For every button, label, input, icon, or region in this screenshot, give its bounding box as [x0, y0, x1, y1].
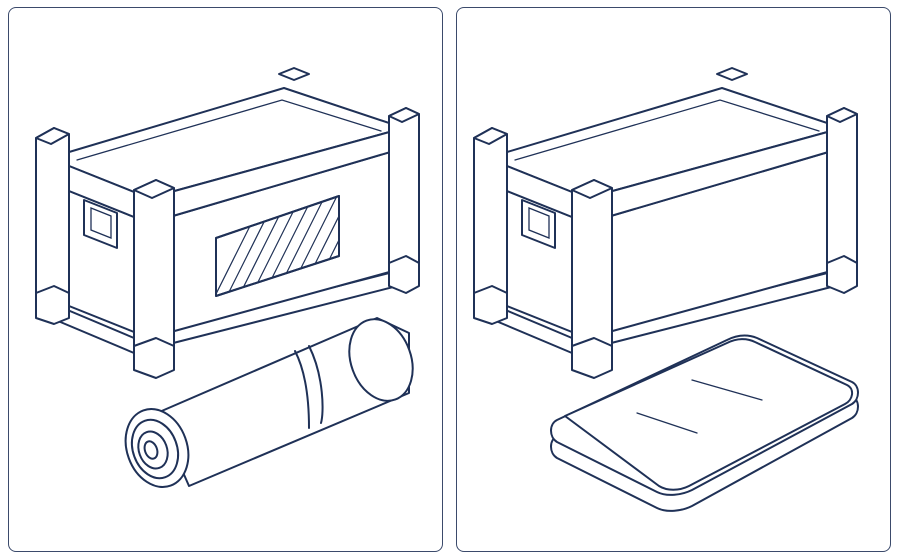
crate-plain-icon	[473, 67, 858, 379]
left-illustration	[35, 67, 420, 488]
rolled-blanket-icon	[124, 317, 414, 488]
left-panel	[8, 7, 443, 552]
right-illustration	[473, 67, 859, 512]
right-panel	[456, 7, 891, 552]
crate-with-label-icon	[35, 67, 420, 379]
folded-blanket-icon	[550, 334, 859, 512]
